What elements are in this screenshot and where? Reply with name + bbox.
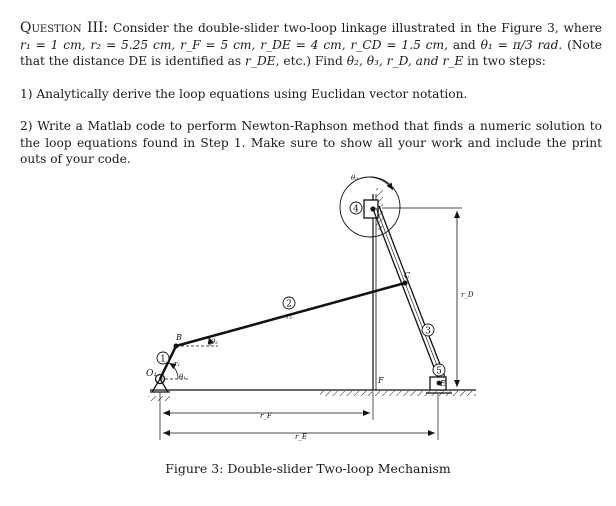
link-1 [158, 345, 178, 380]
label-o1: O₁ [146, 369, 157, 379]
given-rDE: r_DE = 4 cm, [260, 37, 351, 52]
given-rCD: r_CD = 1.5 cm, [350, 37, 453, 52]
label-rE: r_E [295, 433, 307, 441]
question-text-3: , etc.) Find [275, 54, 347, 68]
question-text-4: in two steps: [463, 54, 546, 68]
link-3-edge [378, 205, 447, 381]
label-e: E [439, 379, 446, 388]
theta3-arc [369, 176, 394, 191]
question-paragraph: Question III: Consider the double-slider… [20, 20, 602, 70]
rDE-symbol: r_DE [245, 54, 276, 68]
label-r2: r₂ [286, 313, 292, 321]
link-3-inner [375, 207, 444, 382]
link-2-number: 2 [286, 300, 292, 310]
label-rF: r_F [260, 412, 273, 420]
given-rF: r_F = 5 cm, [180, 37, 261, 52]
link-4-number-circle [349, 201, 363, 215]
label-rD: r_D [461, 291, 474, 299]
theta2-arc [207, 336, 214, 347]
pin-c [402, 280, 408, 286]
link-3-number-circle [421, 323, 435, 337]
link-4-number: 4 [353, 205, 359, 215]
step-2-text: 2) Write a Matlab code to perform Newton… [20, 119, 602, 166]
question-text-1: Consider the double-slider two-loop link… [108, 21, 602, 35]
theta1-arc [168, 362, 179, 380]
label-b: B [175, 333, 182, 342]
link-3 [372, 208, 441, 384]
label-f: F [377, 376, 384, 385]
given-r1: r₁ = 1 cm, [20, 37, 91, 52]
link-5-number: 5 [436, 367, 442, 377]
link-1-number: 1 [160, 355, 166, 365]
figure-caption: Figure 3: Double-slider Two-loop Mechani… [165, 461, 451, 476]
link-2-number-circle [282, 296, 296, 310]
given-r2: r₂ = 5.25 cm, [90, 37, 181, 52]
ground-hatch-right [320, 391, 476, 396]
label-theta3: θ₃ [351, 174, 358, 182]
link-5-number-circle [432, 363, 446, 377]
question-text-2: (Note that the distance DE is identified… [20, 37, 602, 69]
link-2 [175, 281, 406, 348]
label-r1: r₁ [174, 360, 180, 368]
given-and: and [452, 37, 481, 52]
link-3-number: 3 [425, 327, 431, 337]
label-c: C [404, 271, 410, 280]
unknowns-list: θ₂, θ₃, r_D, and r_E [346, 54, 464, 68]
pin-e [436, 380, 442, 386]
label-theta2: θ₂ [211, 338, 218, 346]
label-theta1: θ₁ [179, 373, 186, 381]
step-1-text: 1) Analytically derive the loop equation… [20, 87, 468, 101]
ground-hatch-left [148, 396, 170, 401]
given-theta1: θ₁ = π/3 rad. [480, 37, 563, 52]
question-label: Question III: [20, 20, 109, 36]
mechanism-figure: 1 2 3 4 5 O₁ B C F E r₁ r₂ θ₁ θ₂ θ₃ r_D … [146, 174, 476, 441]
link-1-number-circle [156, 351, 170, 365]
